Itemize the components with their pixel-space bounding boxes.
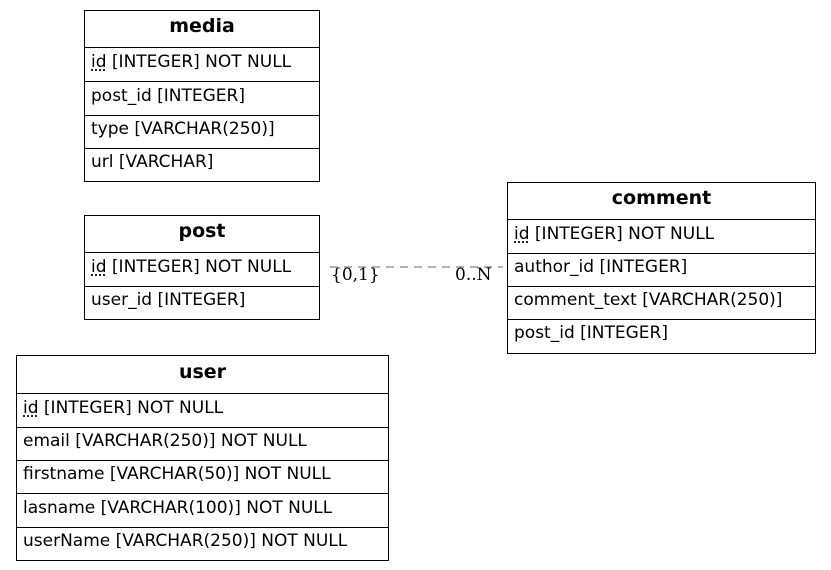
entity-title: comment bbox=[508, 183, 815, 220]
attribute-text: email [VARCHAR(250)] NOT NULL bbox=[23, 431, 307, 451]
entity-title: media bbox=[85, 11, 319, 48]
attribute-row: userName [VARCHAR(250)] NOT NULL bbox=[17, 528, 388, 560]
attribute-row: firstname [VARCHAR(50)] NOT NULL bbox=[17, 461, 388, 494]
entity-title: post bbox=[85, 216, 319, 253]
attribute-row: post_id [INTEGER] bbox=[85, 82, 319, 116]
post-side-cardinality: {0,1} bbox=[331, 265, 380, 285]
attribute-text: comment_text [VARCHAR(250)] bbox=[514, 290, 783, 310]
attribute-row: email [VARCHAR(250)] NOT NULL bbox=[17, 428, 388, 461]
primary-key: id bbox=[514, 224, 530, 244]
attribute-text: author_id [INTEGER] bbox=[514, 257, 688, 277]
entity-media[interactable]: media id [INTEGER] NOT NULL post_id [INT… bbox=[84, 10, 320, 182]
attribute-row: id [INTEGER] NOT NULL bbox=[85, 48, 319, 82]
attribute-row: user_id [INTEGER] bbox=[85, 287, 319, 319]
attribute-text: [INTEGER] NOT NULL bbox=[529, 224, 715, 244]
attribute-row: type [VARCHAR(250)] bbox=[85, 116, 319, 149]
attribute-text: [INTEGER] NOT NULL bbox=[106, 257, 292, 277]
entity-title: user bbox=[17, 356, 388, 394]
attribute-row: comment_text [VARCHAR(250)] bbox=[508, 287, 815, 320]
attribute-row: id [INTEGER] NOT NULL bbox=[85, 253, 319, 287]
attribute-text: type [VARCHAR(250)] bbox=[91, 119, 275, 139]
attribute-row: id [INTEGER] NOT NULL bbox=[508, 220, 815, 254]
entity-post[interactable]: post id [INTEGER] NOT NULL user_id [INTE… bbox=[84, 215, 320, 320]
attribute-text: [INTEGER] NOT NULL bbox=[106, 52, 292, 72]
attribute-text: userName [VARCHAR(250)] NOT NULL bbox=[23, 531, 348, 551]
entity-user[interactable]: user id [INTEGER] NOT NULL email [VARCHA… bbox=[16, 355, 389, 561]
entity-comment[interactable]: comment id [INTEGER] NOT NULL author_id … bbox=[507, 182, 816, 354]
primary-key: id bbox=[91, 52, 107, 72]
attribute-text: user_id [INTEGER] bbox=[91, 290, 246, 310]
attribute-row: id [INTEGER] NOT NULL bbox=[17, 394, 388, 428]
attribute-text: [INTEGER] NOT NULL bbox=[38, 398, 224, 418]
attribute-text: post_id [INTEGER] bbox=[91, 86, 245, 106]
primary-key: id bbox=[91, 257, 107, 277]
comment-side-cardinality: 0..N bbox=[455, 265, 492, 285]
attribute-row: author_id [INTEGER] bbox=[508, 254, 815, 287]
attribute-text: lasname [VARCHAR(100)] NOT NULL bbox=[23, 498, 333, 518]
attribute-row: lasname [VARCHAR(100)] NOT NULL bbox=[17, 494, 388, 528]
attribute-text: post_id [INTEGER] bbox=[514, 323, 668, 343]
attribute-row: post_id [INTEGER] bbox=[508, 320, 815, 353]
attribute-text: url [VARCHAR] bbox=[91, 152, 214, 172]
attribute-row: url [VARCHAR] bbox=[85, 149, 319, 181]
primary-key: id bbox=[23, 398, 39, 418]
attribute-text: firstname [VARCHAR(50)] NOT NULL bbox=[23, 464, 331, 484]
